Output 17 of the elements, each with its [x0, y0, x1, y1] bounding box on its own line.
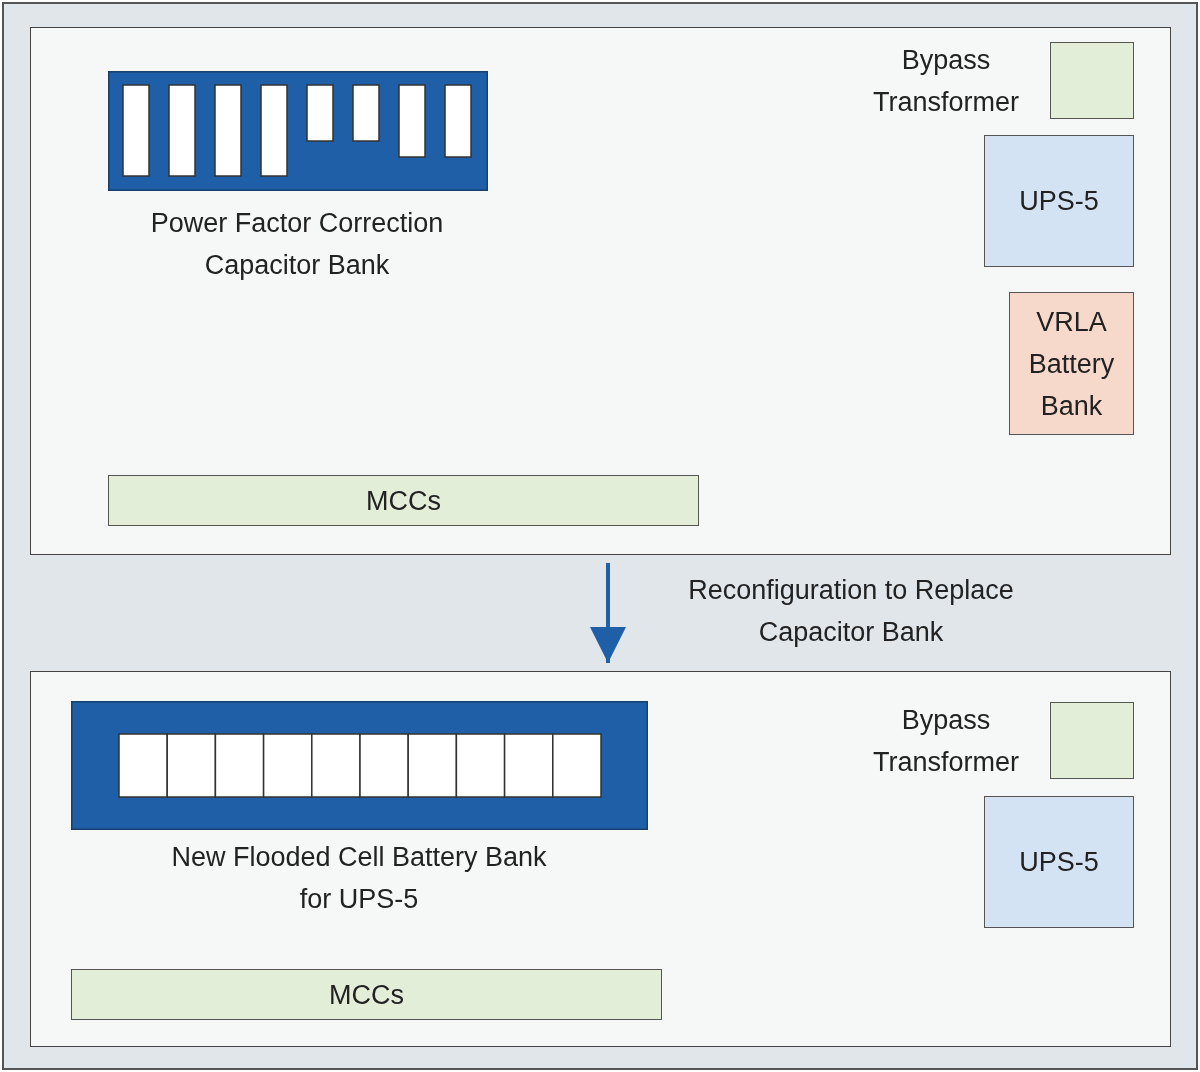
equipment-label: MCCs: [366, 484, 441, 518]
floor-plan-panel: [30, 27, 1171, 555]
equipment-box: [1009, 292, 1134, 435]
equipment-label: Bypass Transformer: [872, 43, 1020, 119]
equipment-box: [984, 135, 1134, 267]
equipment-label: New Flooded Cell Battery Bank for UPS-5: [170, 840, 548, 916]
equipment-label: UPS-5: [1019, 846, 1099, 879]
equipment-box: [108, 475, 699, 526]
equipment-label: Bypass Transformer: [872, 703, 1020, 779]
equipment-box: [71, 969, 662, 1020]
equipment-label: UPS-5: [1019, 185, 1099, 218]
equipment-box: [984, 796, 1134, 928]
equipment-label: MCCs: [329, 978, 404, 1012]
equipment-label: Power Factor Correction Capacitor Bank: [149, 206, 445, 282]
equipment-label: VRLA Battery Bank: [1027, 305, 1116, 423]
floor-plan-panel: [30, 671, 1171, 1047]
arrow: [590, 563, 626, 663]
